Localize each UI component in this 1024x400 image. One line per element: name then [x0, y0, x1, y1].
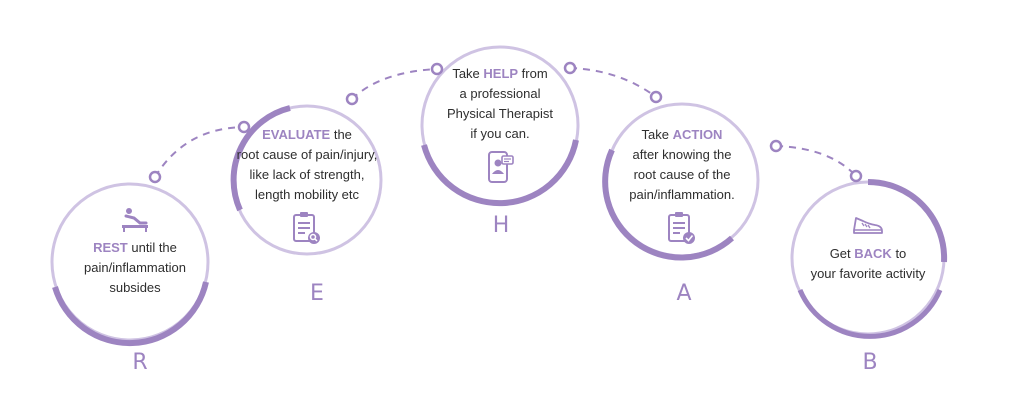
phone-doctor-icon [488, 151, 514, 183]
step-back-text: Get BACK to your favorite activity [793, 244, 943, 284]
step-help-text: Take HELP from a professional Physical T… [425, 64, 575, 144]
step-action-line-3: pain/inflammation. [629, 187, 735, 202]
step-help-line-0a: Take [452, 66, 484, 81]
keyword-rest: REST [93, 240, 128, 255]
step-rest-line-0: until the [127, 240, 177, 255]
clipboard-search-icon [293, 212, 320, 244]
step-rest-line-2: subsides [109, 280, 161, 295]
circle-e [230, 92, 383, 256]
step-help-line-2: Physical Therapist [447, 106, 553, 121]
step-help-line-1: a professional [459, 86, 541, 101]
step-evaluate-line-1: root cause of pain/injury, [236, 147, 378, 162]
connector-r-e [154, 126, 245, 178]
step-evaluate-line-3: length mobility etc [254, 187, 360, 202]
node-dot-h2 [563, 61, 577, 75]
node-dot-b [849, 169, 863, 183]
circle-r [50, 170, 210, 347]
letter-a: A [676, 281, 692, 306]
connector-a-b [775, 145, 857, 177]
step-action-line-0a: Take [641, 127, 673, 142]
node-dot-h1 [430, 62, 444, 76]
node-dot-e1 [237, 120, 251, 134]
step-action-line-2: root cause of the [633, 167, 731, 182]
letter-b: B [862, 350, 878, 375]
step-evaluate: EVALUATE the root cause of pain/injury, … [232, 125, 382, 247]
node-dot-e2 [345, 92, 359, 106]
step-rest: REST until the pain/inflammation subside… [60, 206, 210, 298]
patient-on-bed-icon [122, 208, 148, 232]
step-help-line-0b: from [518, 66, 548, 81]
letter-r: R [132, 350, 148, 375]
step-help-line-3: if you can. [470, 126, 530, 141]
circle-a [602, 90, 783, 261]
sneaker-icon [853, 217, 883, 234]
step-back: Get BACK to your favorite activity [793, 212, 943, 284]
step-evaluate-line-0: the [330, 127, 352, 142]
keyword-action: ACTION [672, 127, 723, 142]
keyword-evaluate: EVALUATE [262, 127, 331, 142]
step-rest-text: REST until the pain/inflammation subside… [60, 238, 210, 298]
letter-h: H [492, 213, 510, 238]
step-evaluate-text: EVALUATE the root cause of pain/injury, … [232, 125, 382, 205]
connector-h-a [569, 67, 657, 98]
step-back-line-1: your favorite activity [810, 266, 926, 281]
step-back-line-0a: Get [829, 246, 855, 261]
clipboard-check-icon [668, 212, 695, 244]
step-action-text: Take ACTION after knowing the root cause… [607, 125, 757, 205]
step-help: Take HELP from a professional Physical T… [425, 64, 575, 184]
step-action: Take ACTION after knowing the root cause… [607, 125, 757, 247]
step-evaluate-line-2: like lack of strength, [249, 167, 365, 182]
circle-b [790, 169, 948, 339]
step-action-line-1: after knowing the [632, 147, 732, 162]
node-dot-r [148, 170, 162, 184]
letter-e: E [310, 281, 324, 306]
keyword-back: BACK [854, 246, 892, 261]
step-rest-line-1: pain/inflammation [84, 260, 186, 275]
node-dot-a2 [769, 139, 783, 153]
circle-h [420, 45, 580, 207]
node-dot-a1 [649, 90, 663, 104]
step-back-line-0b: to [891, 246, 907, 261]
connector-e-h [351, 68, 438, 100]
keyword-help: HELP [483, 66, 519, 81]
